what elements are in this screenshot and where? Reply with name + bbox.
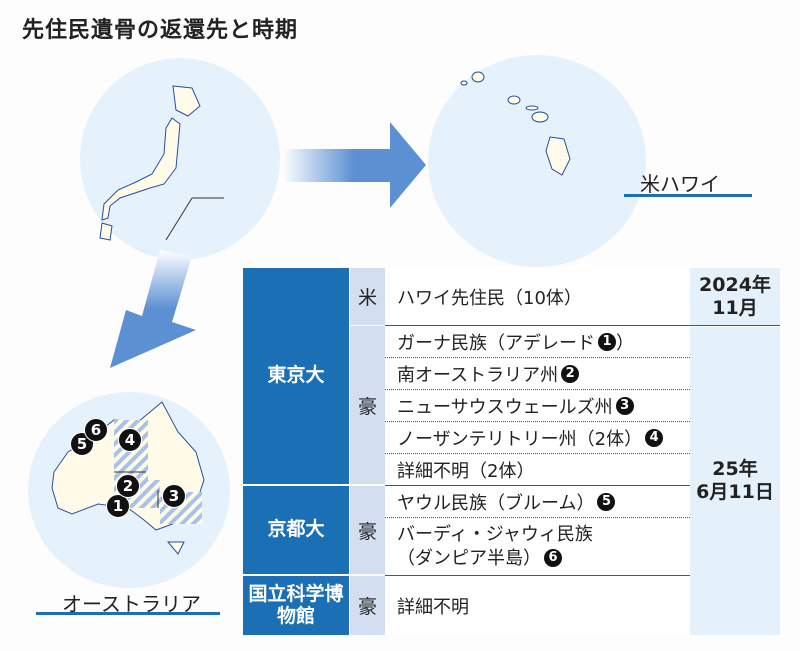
item-text: 詳細不明（2体） (397, 460, 535, 482)
item-text: （ダンピア半島） (397, 547, 541, 569)
japan-map-icon (99, 85, 224, 241)
marker-1: 1 (598, 332, 616, 351)
hawaii-underline (624, 194, 752, 197)
item-text: ヤウル民族（ブルーム） (397, 492, 595, 514)
institution-museum: 国立科学博物館 (243, 576, 349, 635)
map-marker-4: 4 (118, 428, 142, 452)
row-unknown: 詳細不明 (385, 576, 690, 635)
date-year: 25年 (712, 458, 758, 481)
country-au: 豪 (350, 576, 385, 635)
australia-map-circle: 1 2 3 4 5 6 (28, 392, 230, 588)
arrow-right-icon (282, 122, 426, 208)
hawaii-map-icon (460, 71, 571, 176)
marker-2: 2 (561, 364, 580, 383)
map-marker-3: 3 (162, 484, 186, 508)
item-text: バーディ・ジャウィ民族 (397, 524, 593, 546)
item-text: 南オーストラリア州 (397, 364, 559, 386)
marker-6: 6 (544, 549, 562, 568)
arrow-down-left-icon (110, 250, 196, 368)
country-au: 豪 (350, 486, 385, 574)
institution-kyoto: 京都大 (243, 486, 349, 574)
date-day: 6月11日 (696, 481, 774, 503)
row-unknown-2: 詳細不明（2体） (385, 454, 690, 486)
item-text: ハワイ先住民（10体） (397, 287, 582, 309)
hawaii-map-circle (428, 55, 646, 267)
date-month: 11月 (712, 296, 758, 319)
row-northern-territory: ノーザンテリトリー州（2体）4 (385, 422, 690, 454)
row-bardi-jawi: バーディ・ジャウィ民族 （ダンピア半島）6 (385, 518, 690, 576)
country-au: 豪 (350, 326, 385, 484)
marker-5: 5 (597, 492, 616, 511)
page-title: 先住民遺骨の返還先と時期 (22, 18, 299, 43)
marker-3: 3 (615, 396, 634, 415)
map-marker-2: 2 (116, 474, 140, 498)
country-us: 米 (350, 268, 385, 325)
item-text: 詳細不明 (397, 596, 469, 618)
map-marker-1: 1 (106, 494, 130, 518)
map-marker-6: 6 (84, 418, 108, 442)
institution-tokyo: 東京大 (243, 268, 349, 484)
japan-map-circle (80, 58, 280, 260)
hawaii-label: 米ハワイ (640, 172, 720, 196)
item-text: ニューサウスウェールズ州 (397, 396, 613, 418)
row-yawuru: ヤウル民族（ブルーム）5 (385, 486, 690, 518)
date-year: 2024年 (699, 273, 771, 296)
marker-4: 4 (645, 428, 664, 447)
item-text: ノーザンテリトリー州（2体） (397, 428, 643, 450)
item-text: ガーナ民族（アデレード (397, 332, 595, 354)
item-text: ） (616, 332, 634, 354)
australia-underline (36, 612, 220, 615)
